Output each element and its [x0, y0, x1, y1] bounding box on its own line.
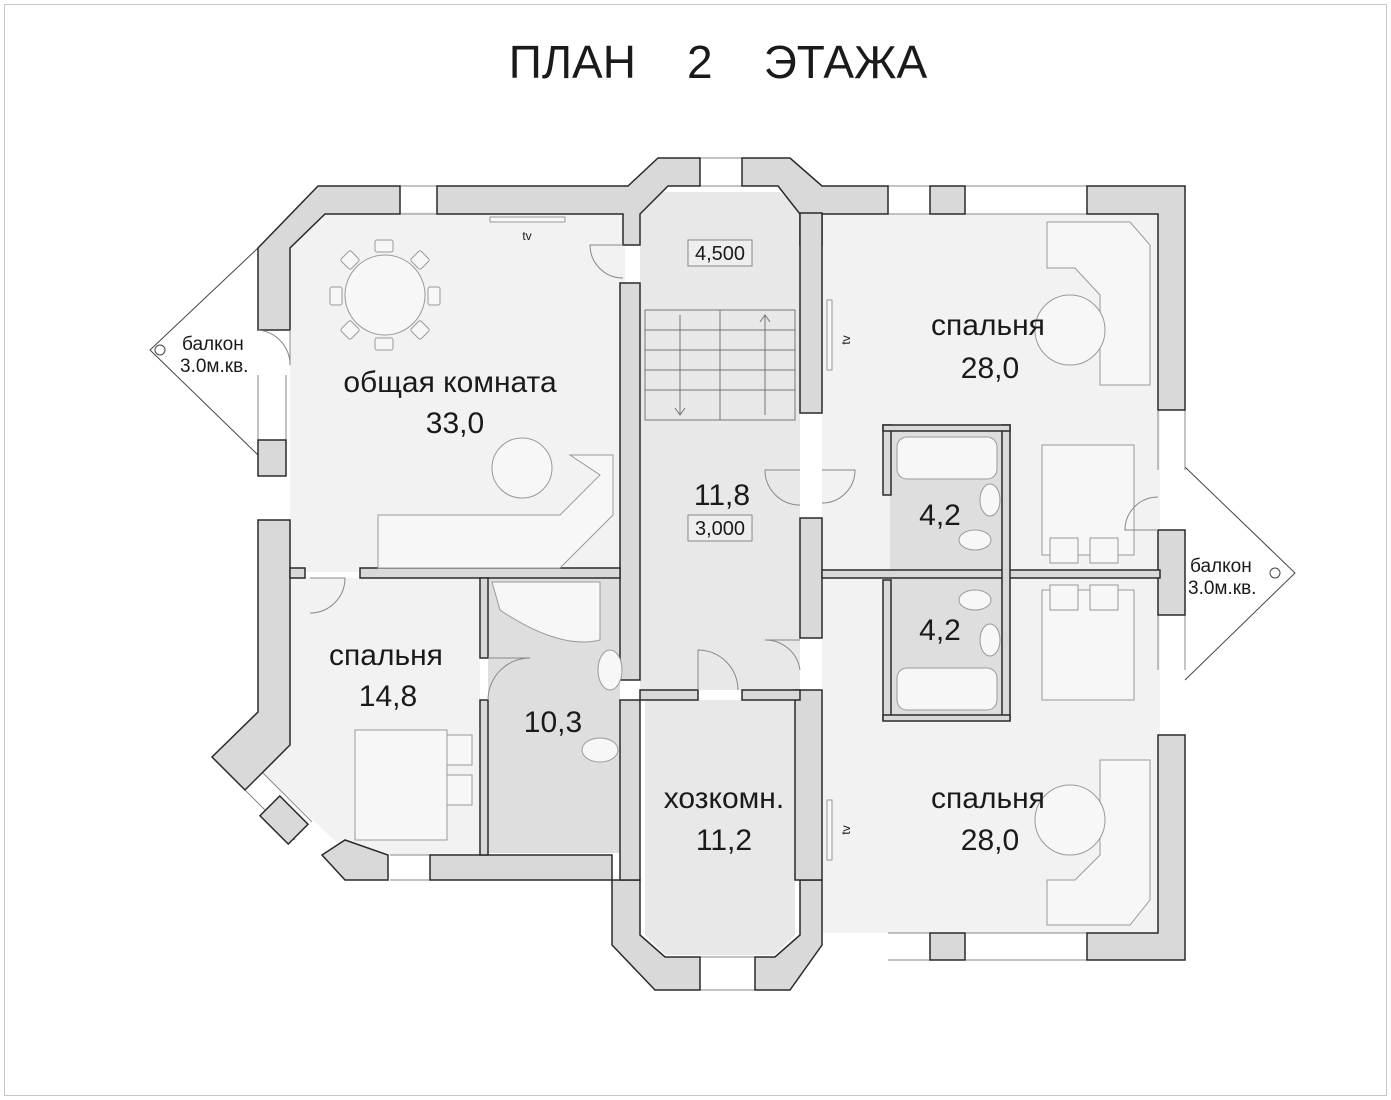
wall-bath-right-frame3	[1001, 424, 1011, 721]
wall-bottom-pier	[929, 932, 966, 961]
bed-left	[354, 729, 448, 841]
wall-bath-right-frame2	[882, 579, 892, 721]
balcony-right-name: балкон	[1190, 556, 1252, 577]
wall-bath-left-side	[479, 577, 489, 659]
level-mid-box	[687, 514, 753, 542]
wall-hall-left-low	[619, 699, 641, 881]
room-area-bed-left: 14,8	[359, 680, 417, 713]
room-area-bath-right-bottom: 4,2	[919, 614, 961, 647]
wall-top-living	[436, 157, 701, 246]
room-area-living: 33,0	[426, 407, 484, 440]
bathtub-right-top	[896, 436, 998, 480]
balcony-left-marker	[154, 344, 166, 356]
doors	[257, 244, 1159, 701]
level-top: 4,500	[695, 243, 745, 265]
room-area-bed-right-top: 28,0	[961, 352, 1019, 385]
wall-hall-left	[619, 282, 641, 681]
bed-right-top	[1041, 444, 1135, 556]
room-area-utility: 11,2	[696, 824, 752, 857]
floor-hall	[640, 192, 800, 690]
wall-right-pier	[1157, 529, 1186, 616]
walls	[210, 157, 1186, 991]
room-name-bed-left: спальня	[329, 639, 443, 672]
room-area-bath-right-top: 4,2	[919, 499, 961, 532]
wall-bath-right-frame	[882, 424, 892, 496]
wall-left-pier	[257, 439, 287, 477]
level-top-box	[687, 239, 753, 267]
wall-utility-bay	[611, 879, 701, 991]
balcony-right-marker	[1269, 567, 1281, 579]
wall-living-bed-stub	[289, 567, 306, 579]
wall-ne	[1086, 185, 1186, 411]
tv-label-bed-right-top: tv	[839, 335, 853, 344]
wall-living-bed	[359, 567, 621, 579]
wall-utility-top2	[741, 689, 801, 701]
sofa-right-top	[1046, 221, 1151, 386]
wall-sw-pier	[258, 794, 310, 846]
dining-table	[344, 254, 426, 336]
corner-bath-left	[491, 581, 601, 643]
level-mid: 3,000	[695, 518, 745, 540]
wall-top-pier	[929, 185, 966, 215]
room-name-bed-right-bottom: спальня	[931, 782, 1045, 815]
wall-right-mid	[821, 569, 1161, 579]
labels: ПЛАН 2 ЭТАЖА общая комната 33,0 4,500 11…	[180, 36, 1256, 857]
wall-bottom-left	[320, 839, 389, 881]
balcony-right-area: 3.0м.кв.	[1188, 578, 1256, 599]
room-name-utility: хозкомн.	[664, 782, 784, 815]
balconies	[149, 247, 1296, 681]
balcony-left-outline	[149, 247, 259, 456]
wall-bath-right-top	[882, 424, 1011, 432]
wall-bath-right-bottom	[882, 714, 1011, 722]
tv-label-bed-right-bottom: tv	[839, 825, 853, 834]
floor-utility	[645, 700, 795, 955]
windows	[244, 157, 1186, 991]
furniture	[329, 216, 1151, 926]
room-area-bath-left: 10,3	[524, 706, 582, 739]
wall-hall-right-b	[799, 517, 823, 639]
wall-hall-right-a	[799, 212, 823, 414]
coffee-table	[491, 437, 553, 499]
wall-bath-left-side2	[479, 699, 489, 856]
bathtub-right-bottom	[896, 667, 998, 711]
living-sofa	[377, 454, 614, 569]
room-name-living: общая комната	[343, 366, 557, 399]
wall-se	[1086, 734, 1186, 961]
balcony-right-outline	[1184, 466, 1296, 681]
wall-bottom-bath	[429, 854, 613, 881]
wall-hall-right-low	[794, 689, 823, 881]
staircase	[644, 309, 796, 421]
wall-nw	[257, 185, 401, 331]
room-area-bed-right-bottom: 28,0	[961, 824, 1019, 857]
tv-label-living: tv	[522, 229, 531, 243]
room-name-bed-right-top: спальня	[931, 309, 1045, 342]
wall-left-lower	[210, 519, 291, 792]
plan-title: ПЛАН 2 ЭТАЖА	[509, 36, 928, 88]
sofa-right-bottom	[1046, 759, 1151, 926]
balcony-left-name: балкон	[182, 334, 244, 355]
balcony-left-area: 3.0м.кв.	[180, 356, 248, 377]
room-area-hall: 11,8	[694, 479, 750, 512]
wall-utility-top	[639, 689, 699, 701]
